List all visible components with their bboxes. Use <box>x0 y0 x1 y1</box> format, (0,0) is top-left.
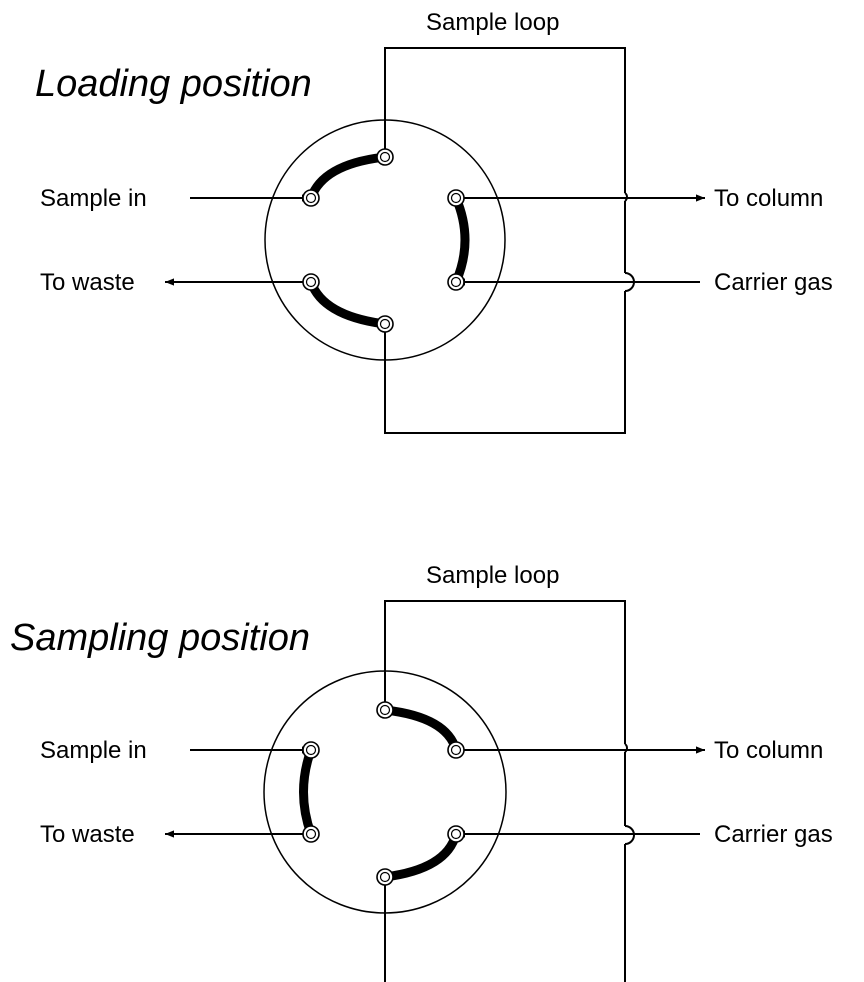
loading-port-lower-left <box>302 273 320 291</box>
sampling-carrier-gas-label: Carrier gas <box>714 821 833 848</box>
sampling-port-upper-right <box>447 741 465 759</box>
loading-sample-loop <box>384 47 626 434</box>
loading-to-column-label: To column <box>714 185 823 212</box>
loading-panel: Loading position Sample loop Sample in T… <box>35 9 833 434</box>
sampling-to-waste-label: To waste <box>40 821 135 848</box>
sampling-crossover-top <box>624 743 628 753</box>
loading-port-bottom <box>376 315 394 333</box>
sampling-title: Sampling position <box>10 617 310 659</box>
sampling-port-upper-left <box>302 741 320 759</box>
sampling-port-bottom <box>376 868 394 886</box>
loading-channel-right <box>451 193 470 287</box>
loading-sample-in-label: Sample in <box>40 185 147 212</box>
loading-loop-label: Sample loop <box>426 9 559 36</box>
loading-carrier-gas-label: Carrier gas <box>714 269 833 296</box>
loading-port-lower-right <box>447 273 465 291</box>
sampling-sample-loop <box>384 600 626 982</box>
loading-port-upper-right <box>447 189 465 207</box>
sampling-port-lower-right <box>447 825 465 843</box>
loading-port-top <box>376 148 394 166</box>
sampling-channel-left <box>299 745 316 839</box>
sampling-panel: Sampling position Sample loop Sample in … <box>10 562 833 982</box>
loading-title: Loading position <box>35 63 312 105</box>
sampling-port-top <box>376 701 394 719</box>
sampling-to-column-label: To column <box>714 737 823 764</box>
sampling-port-lower-left <box>302 825 320 843</box>
loading-to-waste-label: To waste <box>40 269 135 296</box>
sampling-loop-label: Sample loop <box>426 562 559 589</box>
sampling-sample-in-label: Sample in <box>40 737 147 764</box>
loading-port-upper-left <box>302 189 320 207</box>
